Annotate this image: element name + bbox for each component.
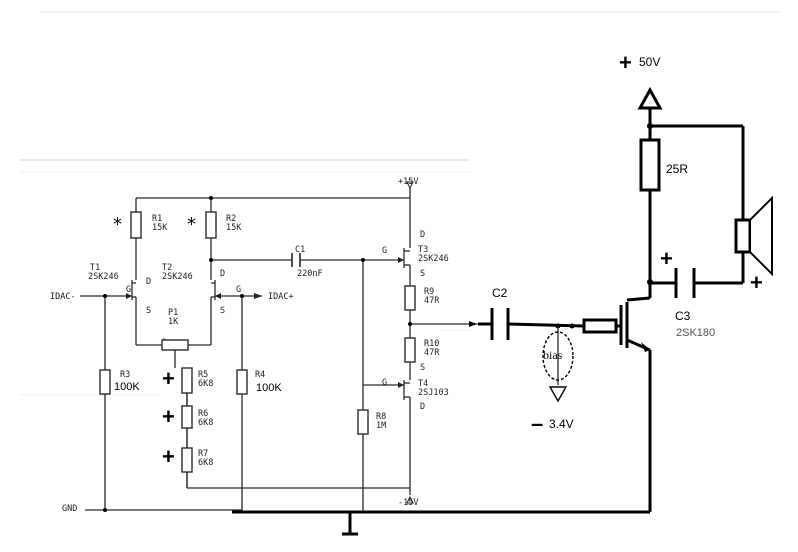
- label-r3-val: 100K: [114, 381, 140, 393]
- label-r6-name: R6: [198, 409, 208, 419]
- pin-t2-d: D: [220, 269, 225, 279]
- resistor-r5: [181, 367, 193, 394]
- label-25r: 25R: [666, 162, 688, 176]
- speaker: [734, 218, 752, 254]
- label-r10-name: R10: [424, 339, 439, 349]
- pin-t3-g: G: [382, 246, 387, 256]
- label-r6-val: 6K8: [198, 418, 213, 428]
- label-r1-val: 15K: [152, 223, 168, 233]
- text-labels: +15V -15V GND IDAC- IDAC+ R1 15K R2 15K …: [50, 50, 763, 514]
- pin-t4-d: D: [420, 402, 425, 412]
- label-gnd: GND: [62, 504, 77, 514]
- label-r10-val: 47R: [424, 348, 440, 358]
- pin-t3-s: S: [420, 269, 425, 279]
- label-t3-val: 2SK246: [418, 254, 449, 264]
- label-r7-val: 6K8: [198, 458, 213, 468]
- preamp-resistors: [99, 211, 416, 473]
- label-r2-val: 15K: [226, 223, 242, 233]
- plus-r7: +: [162, 444, 175, 469]
- label-50v: 50V: [639, 55, 660, 69]
- resistor-r10: [404, 337, 416, 363]
- resistor-r2: [205, 211, 217, 239]
- plus-c3: +: [660, 246, 673, 271]
- label-t4-val: 2SJ103: [418, 388, 449, 398]
- label-t1-name: T1: [90, 263, 100, 273]
- resistor-r4: [236, 369, 248, 395]
- label-r1-name: R1: [152, 214, 162, 224]
- label-r9-name: R9: [424, 287, 434, 297]
- pin-t1-s: S: [146, 306, 151, 316]
- power-stage-wiring: [232, 86, 745, 536]
- label-p1-val: 1K: [168, 317, 179, 327]
- label-mosfet: 2SK180: [676, 327, 715, 339]
- label-idac-minus: IDAC-: [50, 292, 76, 302]
- label-rail-pos: +15V: [398, 177, 418, 187]
- label-c1-name: C1: [295, 245, 305, 255]
- minus-sign: –: [531, 411, 543, 436]
- pin-t2-s: S: [220, 306, 225, 316]
- plus-speaker: +: [750, 270, 763, 295]
- label-t1-val: 2SK246: [88, 272, 119, 282]
- bias-resistor: [582, 318, 618, 334]
- label-c3: C3: [675, 309, 691, 323]
- label-r2-name: R2: [226, 214, 236, 224]
- resistor-r9: [404, 285, 416, 311]
- plus-r6: +: [162, 404, 175, 429]
- label-r5-name: R5: [198, 370, 208, 380]
- pin-t1-g: G: [126, 285, 131, 295]
- label-r8-name: R8: [376, 412, 386, 422]
- label-c1-val: 220nF: [297, 269, 323, 279]
- resistor-r8: [357, 409, 369, 435]
- label-t2-name: T2: [162, 263, 172, 273]
- label-r7-name: R7: [198, 449, 208, 459]
- pin-t4-s: S: [420, 363, 425, 373]
- plus-50v: +: [619, 50, 632, 75]
- label-rail-neg: -15V: [398, 498, 418, 508]
- power-components: [490, 138, 773, 403]
- trimmer-p1: [161, 339, 189, 351]
- resistor-r6: [181, 405, 193, 429]
- resistor-r1: [130, 211, 142, 239]
- pin-t4-g: G: [382, 378, 387, 388]
- pin-t2-g: G: [236, 285, 241, 295]
- label-t2-val: 2SK246: [162, 272, 193, 282]
- label-t4-name: T4: [418, 379, 428, 389]
- resistor-25r: [639, 138, 661, 192]
- pin-t3-d: D: [420, 230, 425, 240]
- resistor-r7: [181, 447, 193, 473]
- label-r4-val: 100K: [256, 382, 282, 394]
- plus-r5: +: [162, 366, 175, 391]
- label-r8-val: 1M: [376, 421, 386, 431]
- label-idac-plus: IDAC+: [268, 292, 294, 302]
- label-r4-name: R4: [255, 370, 265, 380]
- label-r9-val: 47R: [424, 296, 440, 306]
- label-c2: C2: [492, 286, 508, 300]
- preamp-wiring: [80, 188, 478, 512]
- star-r2: *: [187, 214, 196, 235]
- pin-t1-d: D: [146, 277, 151, 287]
- star-r1: *: [113, 214, 122, 235]
- label-r3-name: R3: [120, 370, 130, 380]
- label-bias: bias: [543, 348, 563, 362]
- resistor-r3: [99, 369, 111, 395]
- capacitor-c1: [291, 253, 301, 267]
- label-t3-name: T3: [418, 245, 428, 255]
- label-p1-name: P1: [168, 308, 178, 318]
- label-r5-val: 6K8: [198, 379, 213, 389]
- label-bias-v: 3.4V: [549, 417, 574, 431]
- scan-artifacts: [20, 11, 780, 396]
